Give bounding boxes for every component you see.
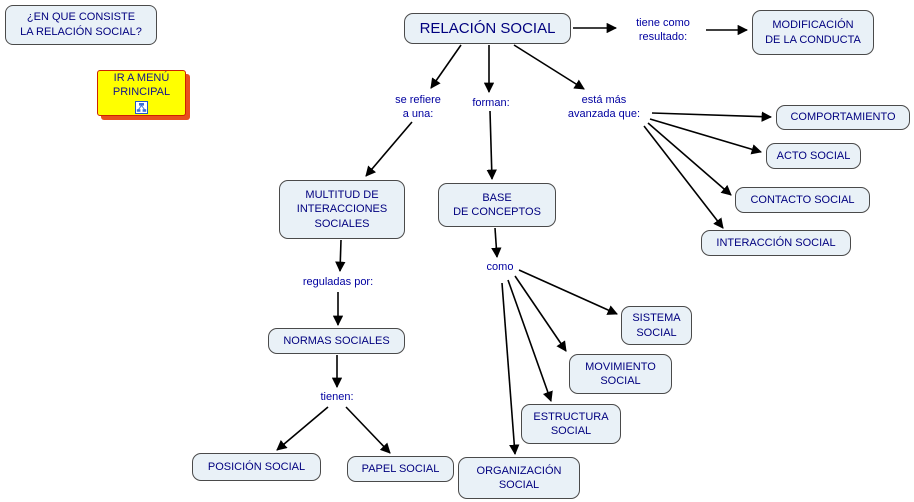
menu-principal-button[interactable]: IR A MENÚ PRINCIPAL	[97, 70, 186, 116]
label-tienen: tienen:	[320, 391, 354, 403]
arrow-como-to-movimiento	[514, 275, 567, 352]
arrow-avanzada-to-interaccion-social	[643, 125, 724, 229]
node-relacion-social: RELACIÓN SOCIAL	[404, 13, 571, 44]
label-forman: forman:	[472, 97, 510, 109]
node-sistema-social: SISTEMA SOCIAL	[621, 306, 692, 345]
menu-principal-label: IR A MENÚ PRINCIPAL	[112, 72, 171, 98]
node-comportamiento: COMPORTAMIENTO	[776, 105, 910, 130]
cmap-icon	[135, 100, 148, 114]
arrow-como-to-organizacion	[501, 282, 520, 456]
node-organizacion-social: ORGANIZACIÓN SOCIAL	[458, 457, 580, 499]
arrow-multitud-to-reguladas	[335, 239, 346, 273]
arrow-avanzada-to-acto-social	[649, 118, 762, 155]
node-multitud-de-interacciones-sociales: MULTITUD DE INTERACCIONES SOCIALES	[279, 180, 405, 239]
label-reguladas-por: reguladas por:	[302, 276, 374, 288]
node-papel-social: PAPEL SOCIAL	[347, 456, 454, 482]
arrow-como-to-estructura	[507, 279, 553, 402]
node-estructura-social: ESTRUCTURA SOCIAL	[521, 404, 621, 444]
label-se-refiere-a-una: se refiere a una:	[395, 94, 441, 121]
node-posicion-social: POSICIÓN SOCIAL	[192, 453, 321, 481]
label-tiene-como-resultado: tiene como resultado:	[636, 17, 690, 44]
arrow-forman-to-base	[486, 110, 497, 181]
node-movimiento-social: MOVIMIENTO SOCIAL	[569, 354, 672, 394]
question-box: ¿EN QUE CONSISTE LA RELACIÓN SOCIAL?	[5, 5, 157, 45]
node-modificacion-de-la-conducta: MODIFICACIÓN DE LA CONDUCTA	[752, 10, 874, 55]
node-acto-social: ACTO SOCIAL	[766, 143, 861, 169]
arrow-relacion-to-se-refiere	[430, 44, 462, 89]
arrow-tienen-to-papel	[345, 406, 391, 454]
arrow-tienen-to-posicion	[276, 406, 329, 451]
arrow-base-to-como	[491, 227, 502, 259]
label-esta-mas-avanzada-que: está más avanzada que:	[567, 94, 641, 121]
node-interaccion-social: INTERACCIÓN SOCIAL	[701, 230, 851, 256]
node-contacto-social: CONTACTO SOCIAL	[735, 187, 870, 213]
node-base-de-conceptos: BASE DE CONCEPTOS	[438, 183, 556, 227]
node-normas-sociales: NORMAS SOCIALES	[268, 328, 405, 354]
arrow-se-refiere-to-multitud	[365, 121, 413, 177]
arrow-avanzada-to-contacto-social	[647, 122, 732, 196]
label-como: como	[486, 261, 514, 273]
arrow-como-to-sistema	[518, 269, 618, 315]
arrow-avanzada-to-comportamiento	[651, 111, 773, 122]
arrow-relacion-to-avanzada	[513, 44, 585, 90]
